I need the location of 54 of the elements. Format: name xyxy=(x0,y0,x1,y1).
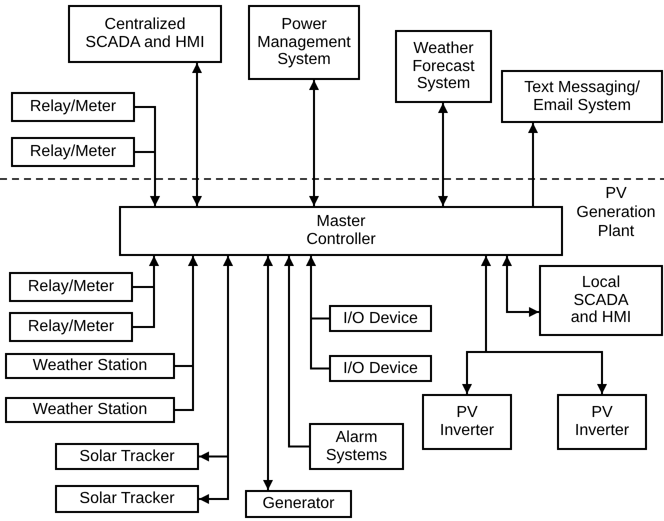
node-label: Weather Station xyxy=(32,357,148,375)
connector-arrow xyxy=(528,123,538,206)
connector-arrow xyxy=(309,80,319,206)
connector-arrow xyxy=(135,151,160,206)
device-box xyxy=(5,353,175,379)
device-box xyxy=(55,485,199,513)
device-box xyxy=(329,305,432,332)
device-box xyxy=(245,490,352,518)
node-label: Local SCADA and HMI xyxy=(570,274,632,327)
node-label: Relay/Meter xyxy=(30,143,116,161)
connector-arrow xyxy=(502,256,539,317)
controller-box xyxy=(119,206,563,256)
node-label: Power Management System xyxy=(256,16,352,69)
node-label: Master Controller xyxy=(305,213,377,249)
device-box xyxy=(11,92,135,122)
node-label: Solar Tracker xyxy=(79,448,175,466)
device-box xyxy=(395,30,492,103)
connector-arrow xyxy=(306,256,329,370)
node-label: Relay/Meter xyxy=(30,98,116,116)
node-label: I/O Device xyxy=(343,360,418,378)
node-label: Alarm Systems xyxy=(324,428,388,464)
node-label: Relay/Meter xyxy=(28,318,114,336)
device-box xyxy=(329,355,432,382)
device-box xyxy=(55,443,199,470)
device-box xyxy=(557,394,647,450)
connector-arrow xyxy=(263,256,273,490)
node-label: Generator xyxy=(262,495,335,513)
node-label: Solar Tracker xyxy=(79,490,175,508)
node-label: Weather Forecast System xyxy=(411,40,476,93)
node-label: PV Inverter xyxy=(574,404,630,440)
connector-arrow xyxy=(438,103,448,206)
area-label: PV Generation Plant xyxy=(575,184,657,242)
device-box xyxy=(501,70,663,123)
device-box xyxy=(9,312,133,342)
connector-arrow xyxy=(481,256,607,394)
device-box xyxy=(422,394,512,450)
device-box xyxy=(248,5,360,80)
node-label: I/O Device xyxy=(343,310,418,328)
connector-arrow xyxy=(133,256,159,328)
device-box xyxy=(68,5,222,63)
device-box xyxy=(9,272,133,302)
node-label: Weather Station xyxy=(32,401,148,419)
node-label: PV Inverter xyxy=(438,404,496,440)
device-box xyxy=(11,137,135,167)
node-label: Centralized SCADA and HMI xyxy=(84,16,206,52)
device-box xyxy=(539,265,663,336)
connector-arrow xyxy=(175,256,198,411)
device-box xyxy=(309,423,404,470)
node-label: Text Messaging/ Email System xyxy=(523,78,641,114)
connector-arrow xyxy=(199,256,233,504)
connector-arrow xyxy=(284,256,309,448)
device-box xyxy=(5,397,175,423)
connector-arrow xyxy=(192,63,202,206)
node-label: Relay/Meter xyxy=(28,278,114,296)
